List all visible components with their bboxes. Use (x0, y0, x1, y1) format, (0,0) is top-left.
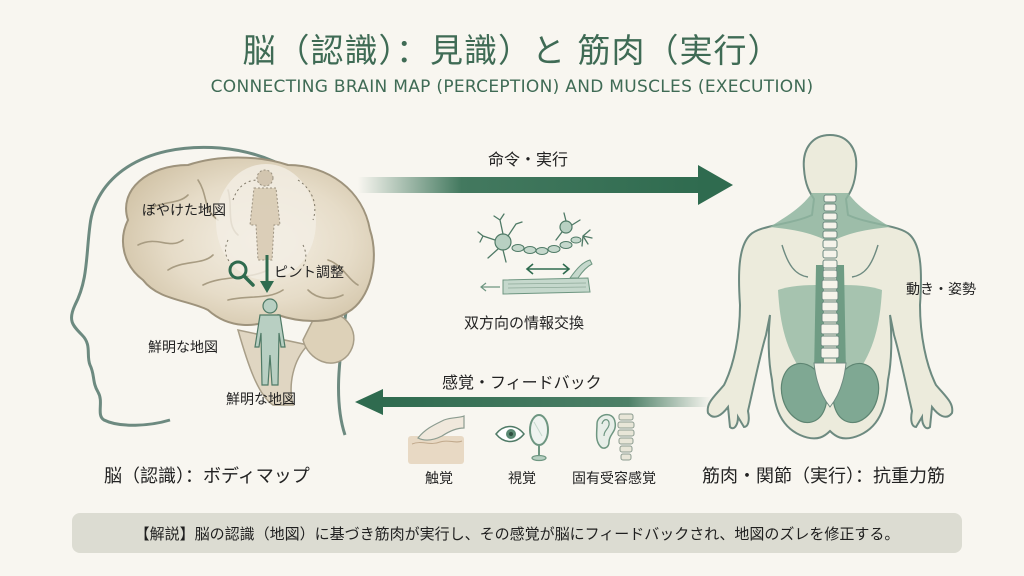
body-caption: 筋肉・関節（実行）：抗重力筋 (702, 466, 945, 487)
human-back-muscles-icon (706, 133, 954, 440)
bidirectional-exchange-label: 双方向の情報交換 (464, 314, 585, 332)
clear-body-figure-icon (254, 298, 286, 386)
sense-label-touch: 触覚 (425, 471, 453, 487)
brain-caption: 脳（認識）：ボディマップ (104, 466, 310, 487)
focus-arrow-down-icon (260, 255, 274, 293)
blurry-map-label: ぼやけた地図 (142, 203, 226, 219)
blurry-body-figure (249, 169, 281, 261)
neuron-muscle-exchange-icon (477, 212, 593, 295)
explanation-box: 【解説】脳の認識（地図）に基づき筋肉が実行し、その感覚が脳にフィードバックされ、… (72, 513, 962, 553)
eye-mirror-icon (495, 414, 549, 462)
sense-label-proprioception: 固有受容感覚 (572, 471, 656, 487)
sense-label-vision: 視覚 (508, 471, 536, 487)
focus-adjust-label: ピント調整 (274, 265, 344, 281)
explanation-text: 【解説】脳の認識（地図）に基づき筋肉が実行し、その感覚が脳にフィードバックされ、… (134, 524, 900, 543)
brain-illustration-icon (122, 156, 375, 406)
command-arrow-right-icon (358, 165, 733, 205)
clear-map-label-left: 鮮明な地図 (148, 340, 218, 356)
movement-posture-label: 動き・姿勢 (906, 282, 976, 298)
ear-spine-icon (595, 413, 635, 461)
clear-map-label-bottom: 鮮明な地図 (226, 392, 296, 408)
command-arrow-label: 命令・実行 (488, 150, 569, 169)
page-subtitle: CONNECTING BRAIN MAP (PERCEPTION) AND MU… (210, 77, 814, 97)
hand-touch-icon (408, 415, 465, 464)
magnifier-icon (228, 260, 255, 287)
feedback-arrow-label: 感覚・フィードバック (442, 373, 602, 392)
feedback-arrow-left-icon (355, 389, 711, 415)
page-title: 脳（認識）：見識）と 筋肉（実行） (242, 31, 782, 70)
